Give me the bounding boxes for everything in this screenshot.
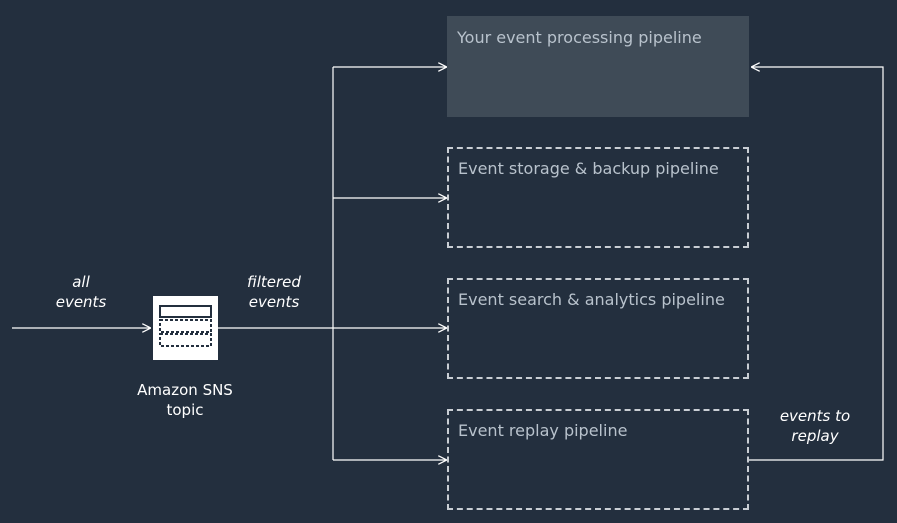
pipeline-processing: Your event processing pipeline [447,16,749,117]
pipeline-search: Event search & analytics pipeline [447,278,749,379]
all-events-label: all events [50,272,112,312]
all-events-line1: all [72,273,90,291]
pipeline-replay: Event replay pipeline [447,409,749,510]
sns-topic-line1: Amazon SNS [137,381,233,399]
sns-topic-glyph [159,305,212,347]
sns-topic-label: Amazon SNS topic [125,380,245,420]
pipeline-storage-label: Event storage & backup pipeline [458,159,719,178]
all-events-line2: events [55,293,107,311]
pipeline-processing-label: Your event processing pipeline [457,28,702,47]
events-to-replay-line2: replay [791,427,839,445]
pipeline-replay-label: Event replay pipeline [458,421,628,440]
events-to-replay-line1: events to [779,407,851,425]
events-to-replay-label: events to replay [770,406,860,446]
filtered-events-line2: events [248,293,300,311]
filtered-events-label: filtered events [240,272,308,312]
replay-feedback-arrow [749,67,884,461]
filtered-events-line1: filtered [247,273,301,291]
sns-topic-line2: topic [166,401,204,419]
sns-topic-icon [153,296,218,360]
pipeline-search-label: Event search & analytics pipeline [458,290,725,309]
pipeline-storage: Event storage & backup pipeline [447,147,749,248]
